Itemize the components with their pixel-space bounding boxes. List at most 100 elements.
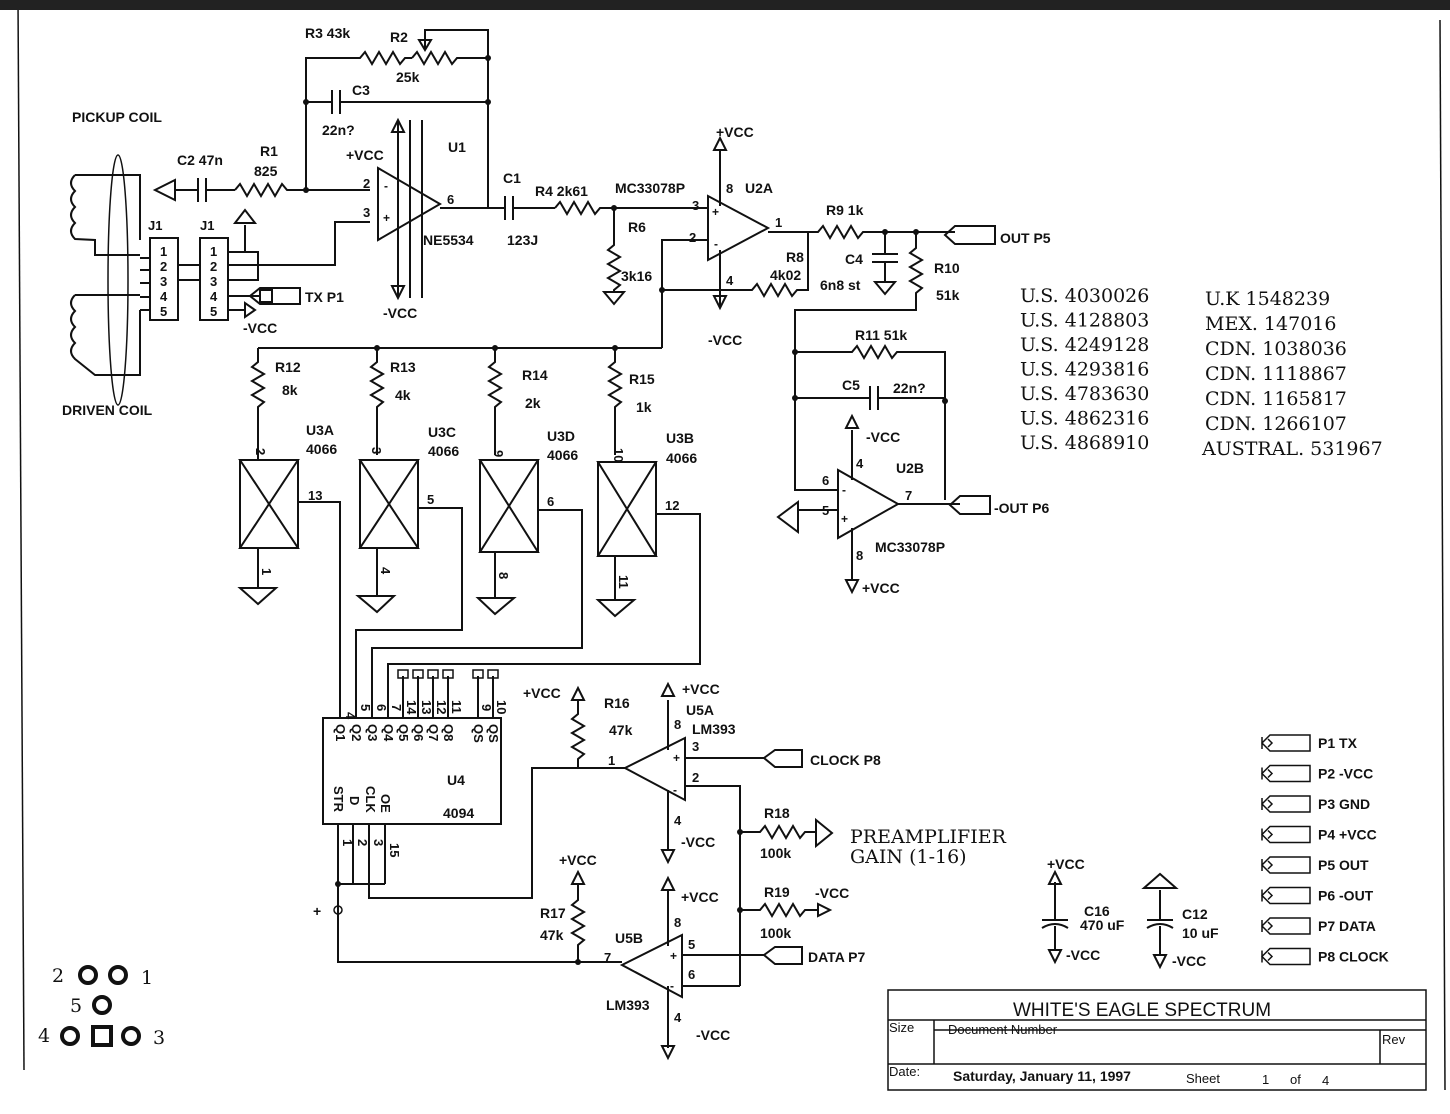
title-block-docnum-label: Document Number [948, 1022, 1058, 1037]
svg-text:1: 1 [608, 753, 615, 768]
title-block: WHITE'S EAGLE SPECTRUM Size Document Num… [887, 989, 1427, 1091]
c5-label: C5 [842, 377, 860, 393]
coil-to-j1-wires [140, 257, 150, 311]
svg-text:+: + [841, 512, 848, 526]
u5a-supply-arrows [660, 681, 676, 865]
svg-text:5: 5 [358, 704, 373, 711]
u2a-vcc-label: +VCC [716, 124, 754, 140]
u4-input-pin-label: D [347, 796, 362, 805]
u2b-ground-ref [776, 500, 838, 534]
svg-text:4: 4 [674, 813, 682, 828]
svg-text:4: 4 [160, 289, 168, 304]
r1-resistor [234, 182, 370, 198]
connector-label: P8 CLOCK [1318, 949, 1389, 965]
patent-us: U.S. 4783630 [1020, 383, 1149, 405]
u4-nc-pads [397, 669, 499, 679]
c5-right-node [942, 398, 948, 404]
u5b-pins: 756 +- 84 [604, 915, 695, 1025]
u5b-supply-arrows [660, 875, 676, 1061]
connector-symbol [1260, 917, 1311, 935]
driven-coil-label: DRIVEN COIL [62, 402, 153, 418]
c16-nvcc-label: -VCC [1066, 947, 1100, 963]
svg-text:8: 8 [856, 548, 863, 563]
svg-text:5: 5 [688, 937, 695, 952]
c2-ground-arrow [152, 178, 176, 202]
c3-value: 22n? [322, 122, 355, 138]
r15-node [612, 345, 618, 351]
svg-text:13: 13 [419, 700, 434, 714]
r13-value: 4k [395, 387, 411, 403]
gain-resistor-r14 [487, 348, 503, 455]
pinout-label-4: 4 [38, 1025, 50, 1047]
c5-value: 22n? [893, 380, 926, 396]
top-scan-edge [0, 0, 1450, 10]
svg-text:8: 8 [496, 572, 511, 579]
svg-text:3: 3 [371, 839, 386, 846]
svg-text:1: 1 [775, 215, 782, 230]
title-block-size-label: Size [889, 1020, 914, 1035]
r14-label: R14 [522, 367, 548, 383]
u4-output-pin-label: Q5 [396, 724, 411, 741]
r10-label: R10 [934, 260, 960, 276]
u5a-label: U5A [686, 702, 714, 718]
j1-left-label: J1 [148, 218, 162, 233]
switch-pin-numbers: 2 13 1 3 5 4 9 6 8 10 12 11 [253, 447, 679, 589]
connector-symbol [1260, 764, 1311, 783]
svg-text:6: 6 [447, 192, 454, 207]
svg-text:1: 1 [160, 244, 167, 259]
j1-right-label: J1 [200, 218, 214, 233]
r17-value: 47k [540, 927, 564, 943]
svg-text:-: - [714, 237, 718, 251]
svg-text:3: 3 [692, 198, 699, 213]
r17-vcc-arrow [570, 869, 586, 885]
coil-cable-ellipse [107, 154, 129, 406]
svg-text:4: 4 [856, 456, 864, 471]
r16-label: R16 [604, 695, 630, 711]
j1-ground-symbol [232, 208, 258, 224]
svg-text:2: 2 [253, 448, 268, 455]
svg-text:3: 3 [692, 739, 699, 754]
c4-ground [872, 281, 898, 296]
j1-left-connector [149, 237, 179, 321]
svg-text:6: 6 [374, 704, 389, 711]
connector-label: P2 -VCC [1318, 766, 1373, 782]
svg-text:3: 3 [160, 274, 167, 289]
u3c-part: 4066 [428, 443, 459, 459]
r8-label: R8 [786, 249, 804, 265]
data-p7-label: DATA P7 [808, 949, 866, 965]
connector-symbol [1260, 947, 1311, 966]
r16-resistor [570, 700, 586, 768]
u1-supply-pins [397, 120, 423, 298]
r19-label: R19 [764, 884, 790, 900]
svg-text:2: 2 [160, 259, 167, 274]
c2-label: C2 47n [177, 152, 223, 168]
connector-symbol [1260, 825, 1311, 844]
patent-us: U.S. 4128803 [1020, 310, 1149, 332]
r10-resistor [794, 232, 924, 491]
c3-capacitor [306, 90, 488, 114]
connector-label: P1 TX [1318, 735, 1358, 751]
connector-symbol [1260, 856, 1311, 874]
u5b-wires [578, 890, 669, 1048]
r18-label: R18 [764, 805, 790, 821]
svg-text:2: 2 [689, 230, 696, 245]
u5b-part: LM393 [606, 997, 650, 1013]
u5a-part: LM393 [692, 721, 736, 737]
j1-nvcc-label: -VCC [243, 320, 277, 336]
u4-input-pin-label: STR [331, 786, 346, 813]
svg-text:6: 6 [688, 967, 695, 982]
u2a-opamp [707, 194, 771, 262]
clock-p8-label: CLOCK P8 [810, 752, 881, 768]
r9-resistor [768, 224, 955, 240]
svg-text:5: 5 [160, 304, 167, 319]
patent-foreign: U.K 1548239 [1205, 288, 1330, 310]
svg-text:4: 4 [674, 1010, 682, 1025]
u2b-opamp [837, 468, 901, 540]
u3c-label: U3C [428, 424, 456, 440]
u2b-label: U2B [896, 460, 924, 476]
u4-output-pin-label: Q4 [381, 724, 396, 742]
r6-label: R6 [628, 219, 646, 235]
r1-label: R1 [260, 143, 278, 159]
svg-text:8: 8 [674, 915, 681, 930]
svg-text:1: 1 [340, 839, 355, 846]
